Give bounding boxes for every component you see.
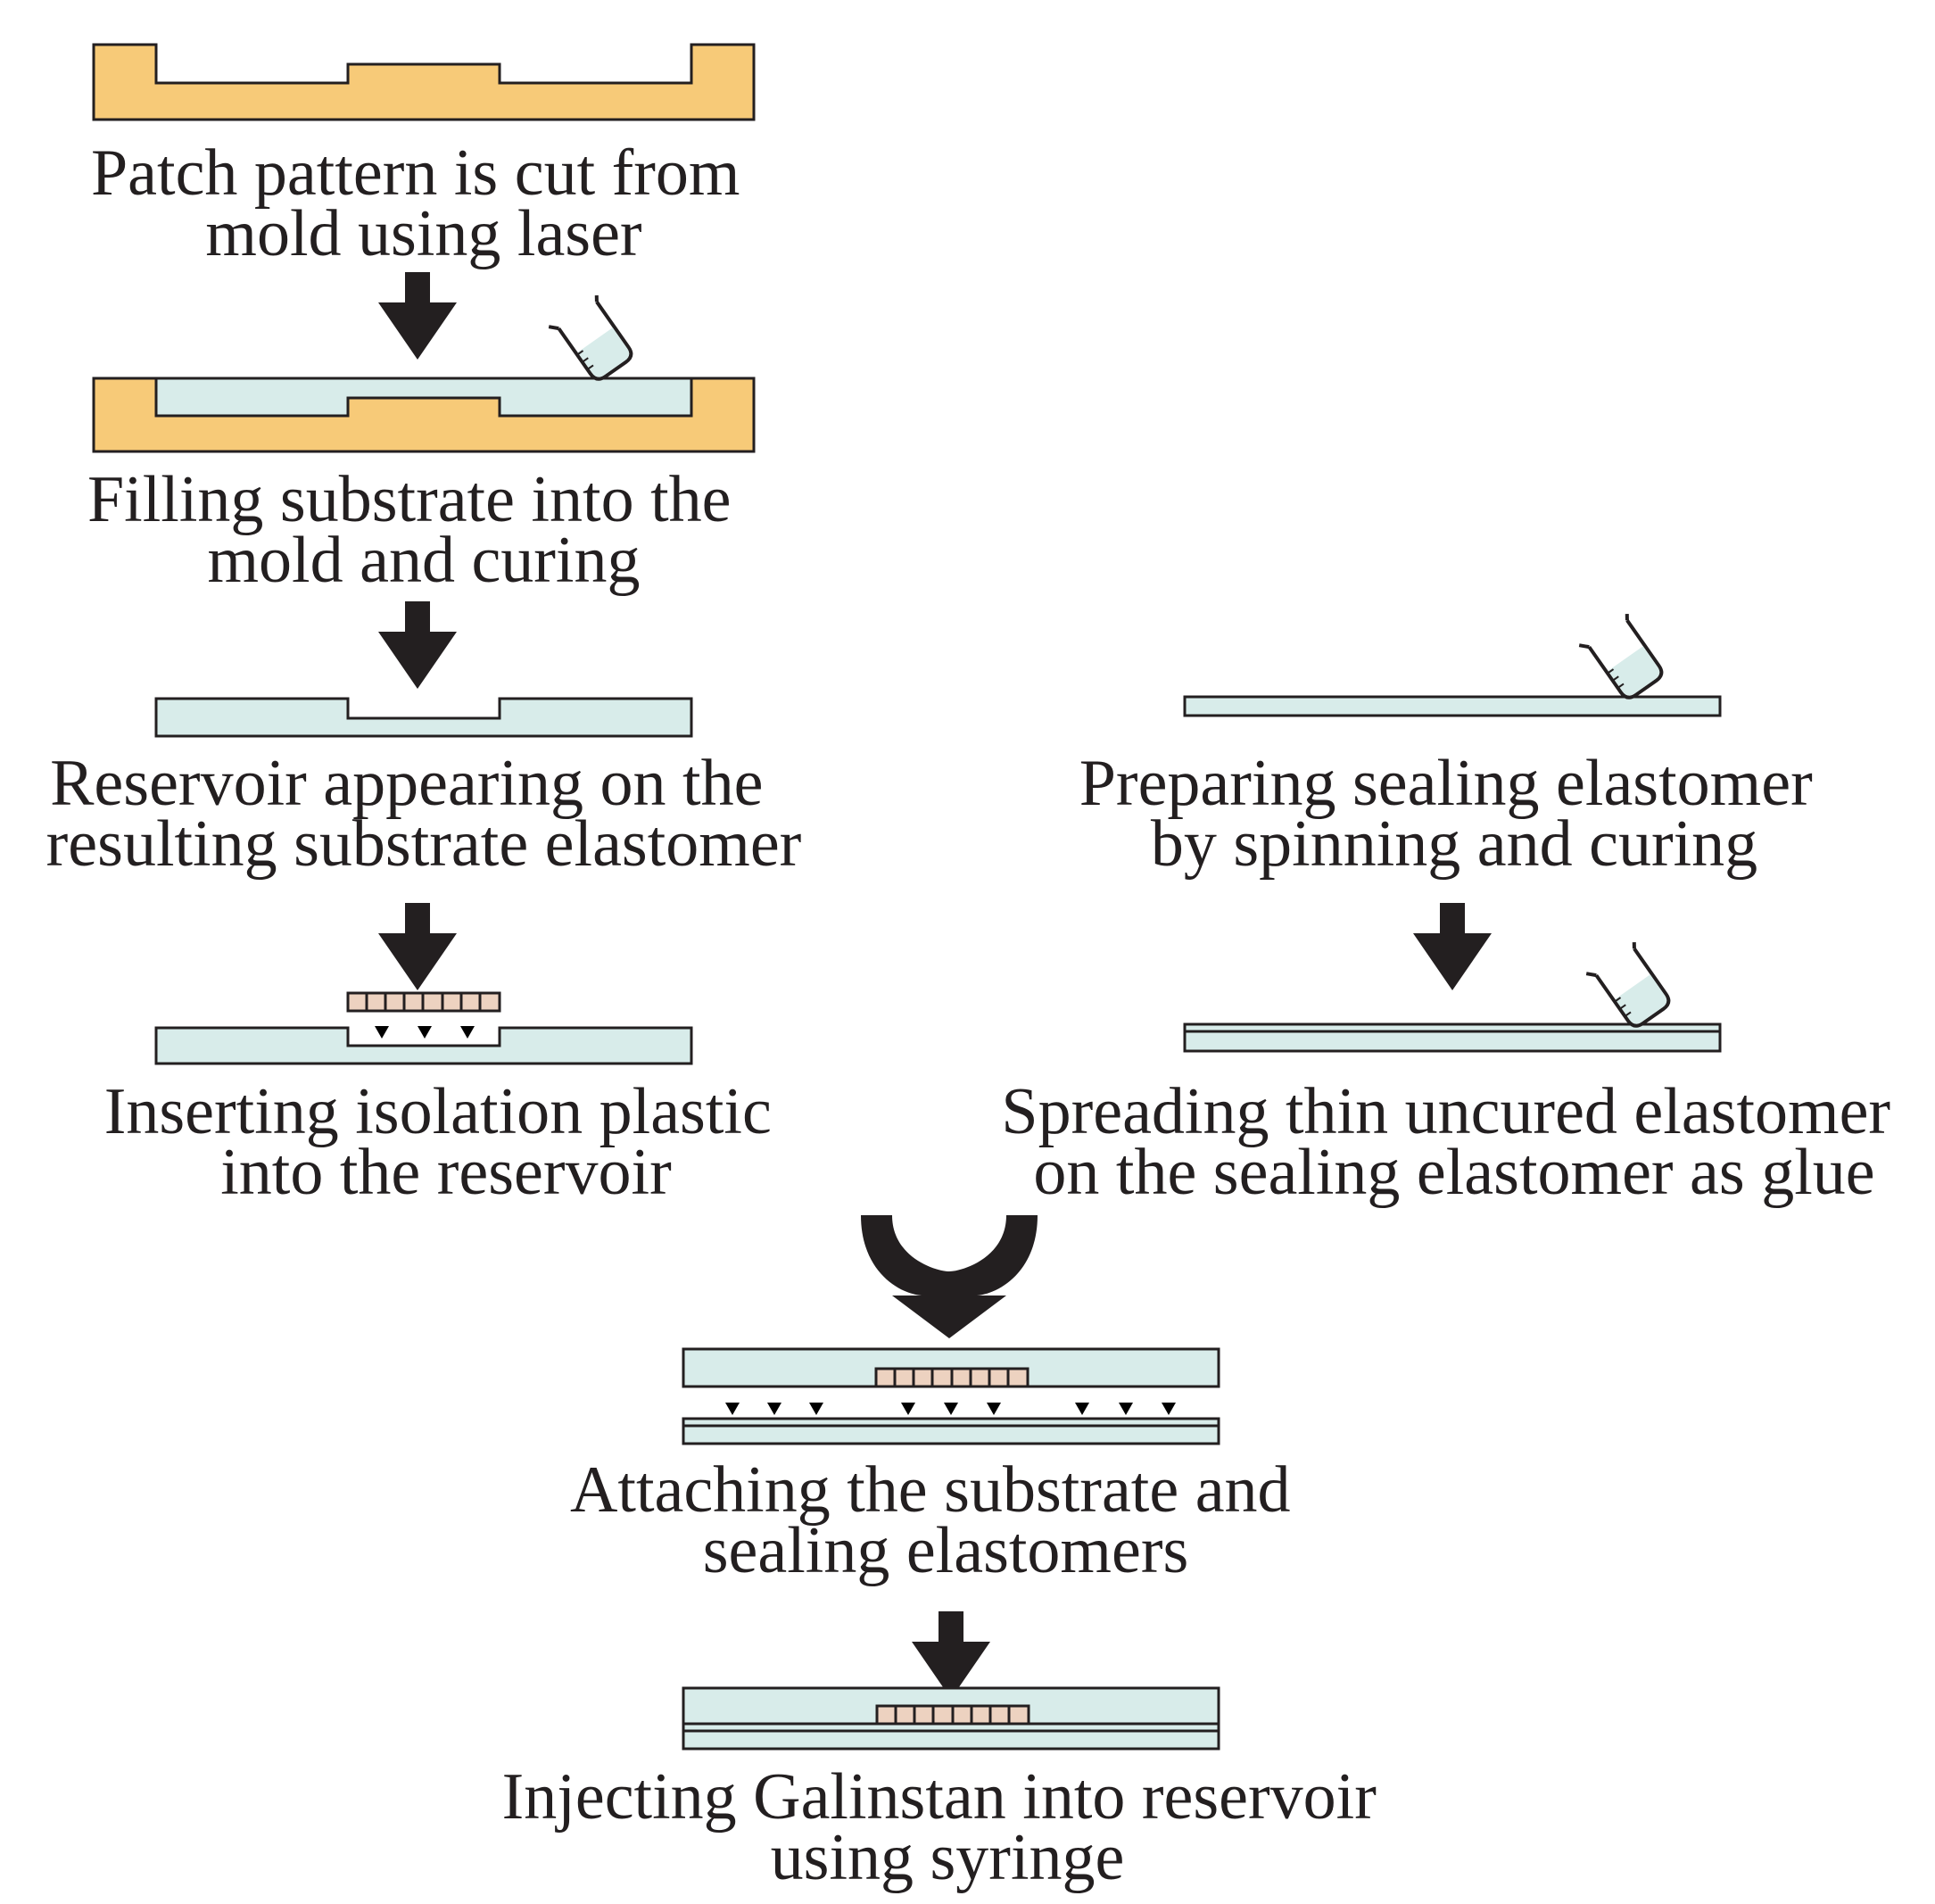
step-cut-mold-line2: mold using laser	[205, 197, 641, 270]
down-arrow-icon	[1413, 903, 1492, 990]
svg-text:Preparing sealing elastomer: Preparing sealing elastomer by spinning …	[1079, 747, 1829, 881]
down-arrow-icon	[912, 1611, 990, 1699]
step-spread-glue-line1: Spreading thin uncured elastomer	[1001, 1075, 1890, 1148]
step-insert-plastic-line2: into the reservoir	[220, 1136, 672, 1209]
step-insert-plastic-line1: Inserting isolation plastic	[104, 1075, 772, 1148]
step-reservoir-line1: Reservoir appearing on the	[50, 747, 763, 820]
beaker-icon	[1577, 610, 1670, 708]
small-down-arrow-icon	[901, 1390, 915, 1415]
step-inject-line2: using syringe	[771, 1821, 1125, 1894]
down-arrow-icon	[378, 272, 457, 360]
step-inject-line1: Injecting Galinstan into reservoir	[502, 1760, 1377, 1834]
svg-text:Injecting Galinstan into reser: Injecting Galinstan into reservoir using…	[502, 1760, 1393, 1894]
mold	[92, 377, 756, 453]
merge-arrow-icon	[861, 1215, 1038, 1338]
step-reservoir: Reservoir appearing on the resulting sub…	[46, 697, 802, 881]
small-down-arrow-icon	[460, 1014, 475, 1039]
svg-text:Spreading thin uncured elastom: Spreading thin uncured elastomer on the …	[1001, 1075, 1906, 1209]
laser-cut-mold	[92, 43, 756, 121]
small-down-arrow-icon	[944, 1390, 958, 1415]
sealing-elastomer	[1183, 695, 1722, 717]
small-down-arrow-icon	[1162, 1390, 1176, 1415]
step-attach-line2: sealing elastomers	[703, 1514, 1189, 1587]
svg-text:Filling substrate into the: Filling substrate into the mold and curi…	[87, 463, 748, 597]
step-inject: Injecting Galinstan into reservoir using…	[502, 1686, 1393, 1894]
step-insert-plastic: Inserting isolation plastic into the res…	[104, 991, 789, 1209]
down-arrow-icon	[378, 903, 457, 990]
step-prepare-sealing-line1: Preparing sealing elastomer	[1079, 747, 1813, 820]
step-fill-substrate-line2: mold and curing	[207, 524, 640, 597]
sealing-elastomer	[682, 1417, 1220, 1445]
small-down-arrow-icon	[809, 1390, 823, 1415]
step-spread-glue: Spreading thin uncured elastomer on the …	[1001, 939, 1906, 1209]
step-cut-mold: Patch pattern is cut from mold using las…	[91, 43, 757, 270]
small-down-arrow-icon	[987, 1390, 1001, 1415]
step-cut-mold-line1: Patch pattern is cut from	[91, 137, 740, 210]
step-spread-glue-line2: on the sealing elastomer as glue	[1033, 1136, 1874, 1209]
plastic-divisions	[894, 1706, 1011, 1724]
substrate-elastomer	[154, 1026, 693, 1065]
step-fill-substrate: Filling substrate into the mold and curi…	[87, 292, 756, 597]
step-attach-line1: Attaching the substrate and	[570, 1453, 1291, 1527]
small-down-arrow-icon	[1075, 1390, 1089, 1415]
step-prepare-sealing-line2: by spinning and curing	[1151, 807, 1757, 881]
beaker-icon	[547, 292, 640, 389]
sealing-elastomer	[1183, 1022, 1722, 1053]
down-arrow-icon	[378, 601, 457, 689]
svg-text:Reservoir appearing on the: Reservoir appearing on the resulting sub…	[46, 747, 802, 881]
substrate-elastomer	[154, 697, 693, 738]
step-reservoir-line2: resulting substrate elastomer	[46, 807, 802, 881]
small-down-arrow-icon	[418, 1014, 432, 1039]
svg-text:Inserting isolation plastic: Inserting isolation plastic into the res…	[104, 1075, 789, 1209]
plastic-divisions	[365, 993, 482, 1011]
small-down-arrow-icon	[767, 1390, 781, 1415]
svg-text:Patch pattern is cut from: Patch pattern is cut from mold using las…	[91, 137, 757, 270]
beaker-icon	[1584, 939, 1677, 1036]
svg-text:Attaching the substrate and: Attaching the substrate and sealing elas…	[570, 1453, 1307, 1587]
step-prepare-sealing: Preparing sealing elastomer by spinning …	[1079, 610, 1829, 881]
small-down-arrow-icon	[375, 1014, 389, 1039]
plastic-divisions	[893, 1369, 1010, 1387]
small-down-arrow-icon	[725, 1390, 740, 1415]
step-attach: Attaching the substrate and sealing elas…	[570, 1347, 1307, 1587]
step-fill-substrate-line1: Filling substrate into the	[87, 463, 731, 536]
small-down-arrow-icon	[1119, 1390, 1133, 1415]
